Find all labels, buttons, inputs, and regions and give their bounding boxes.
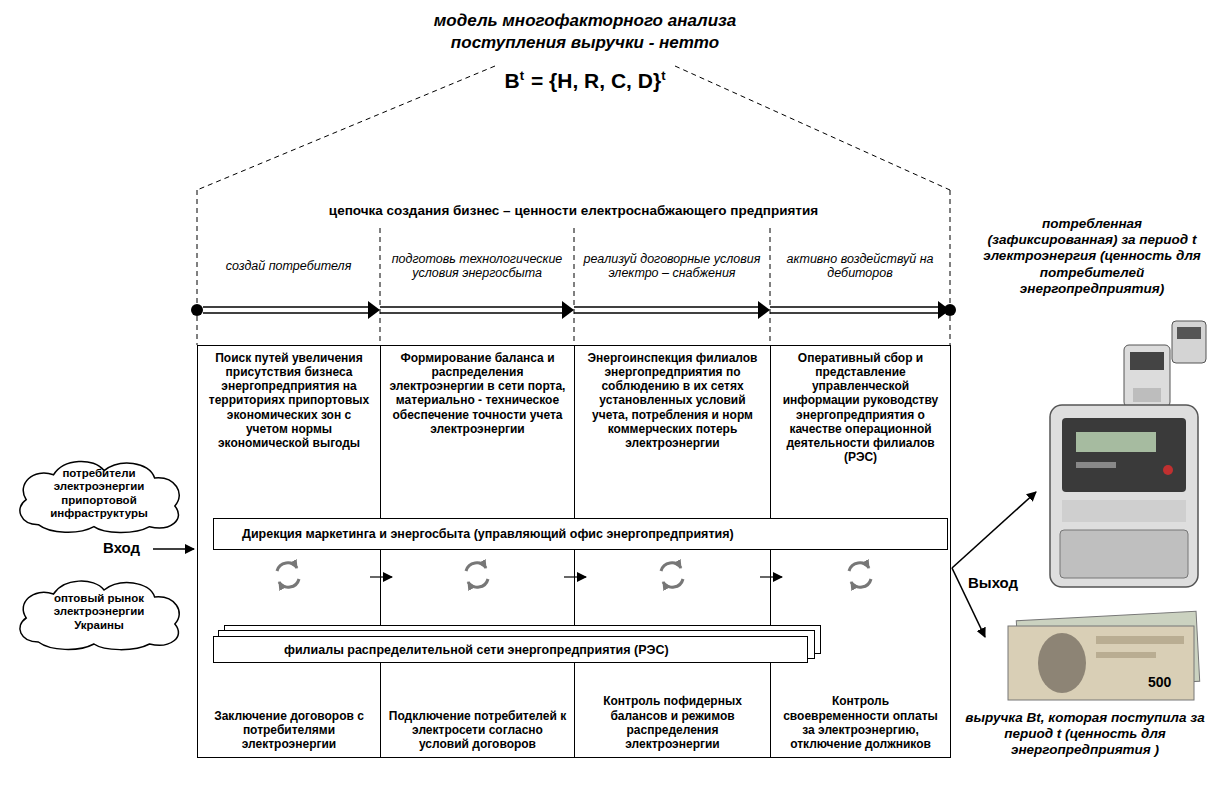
banknote-portrait (1038, 633, 1086, 693)
column-task: Оперативный сбор и представление управле… (778, 351, 943, 464)
cycle-arc (277, 563, 297, 571)
formula-superscript: t (661, 68, 665, 83)
divider-line (380, 228, 381, 345)
meter-panel (1062, 500, 1186, 522)
input-label: Вход (103, 539, 140, 556)
chain-line (203, 312, 369, 314)
divider-line (574, 228, 575, 345)
meter-window (1062, 418, 1186, 492)
input-arrow (153, 548, 194, 550)
chain-line (380, 312, 563, 314)
formula-body: = {H, R, C, D} (531, 69, 661, 92)
money-illustration (1008, 611, 1200, 700)
value-note: потребленная (зафиксированная) за период… (978, 216, 1206, 297)
chain-arrowhead (758, 301, 770, 319)
stage-label: подготовь технологические условия энерго… (388, 252, 566, 281)
meter-display (1076, 432, 1156, 452)
cycle-arc (468, 579, 488, 587)
revenue-note: выручка Bt, которая поступила за период … (962, 710, 1208, 759)
meter-led (1163, 465, 1173, 475)
unit-band: филиалы распределительной сети энергопре… (213, 636, 808, 663)
step-arrow (370, 576, 392, 577)
process-column: Формирование баланса и распределения эле… (380, 345, 575, 758)
chain-line (574, 306, 759, 308)
meter-cover (1133, 388, 1161, 402)
chain-line (380, 306, 563, 308)
band-label: Дирекция маркетинга и энергосбыта (управ… (242, 527, 734, 541)
column-subtask: Заключение договоров с потребителями эле… (205, 709, 373, 751)
cycle-arc (279, 579, 299, 587)
meter-window (1130, 352, 1164, 370)
column-subtask: Контроль своевременности оплаты за элект… (778, 694, 943, 751)
column-task: Энергоинспекция филиалов энергопредприят… (582, 351, 763, 450)
meter-illustration (1050, 321, 1206, 587)
meter-body (1172, 321, 1206, 363)
process-column: Оперативный сбор и представление управле… (770, 345, 951, 758)
chain-heading: цепочка создания бизнес – ценности елект… (197, 203, 950, 218)
banknote-detail (1096, 652, 1156, 658)
unit-band: Дирекция маркетинга и энергосбыта (управ… (213, 518, 948, 550)
chain-line (770, 306, 939, 308)
cloud-label: потребители электроэнергии припортовой и… (8, 467, 190, 520)
diagram-title: модель многофакторного анализа поступлен… (415, 10, 755, 54)
chain-arrowhead (562, 301, 574, 319)
chain-dot (944, 304, 956, 316)
meter-body (1124, 345, 1170, 407)
meter-cover (1060, 530, 1188, 578)
meter-detail (1076, 462, 1116, 468)
formula-symbol: B (505, 69, 520, 92)
step-arrow (760, 576, 782, 577)
process-column: Энергоинспекция филиалов энергопредприят… (574, 345, 771, 758)
column-subtask: Подключение потребителей к электросети с… (388, 709, 567, 751)
chain-line (574, 312, 759, 314)
meter-body (1050, 405, 1198, 587)
cycle-arc (849, 563, 869, 571)
cloud-shape: оптовый рынок электроэнергии Украины (8, 572, 190, 652)
formula-superscript: t (520, 68, 524, 83)
banknote-detail (1096, 636, 1184, 644)
process-column: Поиск путей увеличения присутствия бизне… (197, 345, 381, 758)
stage-label: активно воздействуй на дебиторов (778, 252, 942, 281)
column-subtask: Контроль пофидерных балансов и режимов р… (582, 694, 763, 751)
banknote-value: 500 (1148, 674, 1171, 690)
cloud-label: оптовый рынок электроэнергии Украины (8, 592, 190, 632)
cloud-shape: потребители электроэнергии припортовой и… (8, 452, 190, 535)
cycle-arc (851, 579, 871, 587)
output-arrow (952, 492, 1036, 568)
banknote (1008, 626, 1194, 700)
column-task: Формирование баланса и распределения эле… (388, 351, 567, 436)
chain-dot (191, 304, 203, 316)
cycle-arc (663, 579, 683, 587)
output-label: Выход (968, 574, 1018, 591)
meter-window (1177, 327, 1201, 339)
step-arrow (564, 576, 586, 577)
band-label: филиалы распределительной сети энергопре… (284, 643, 669, 657)
column-task: Поиск путей увеличения присутствия бизне… (205, 351, 373, 450)
chain-line (770, 312, 939, 314)
chain-arrowhead (368, 301, 380, 319)
stage-label: реализуй договорные условия электро – сн… (582, 252, 762, 281)
divider-line (197, 190, 198, 345)
divider-line (950, 190, 951, 345)
cycle-arc (661, 563, 681, 571)
divider-line (770, 228, 771, 345)
formula: Bt= {H, R, C, D}t (385, 68, 785, 93)
chain-line (203, 306, 369, 308)
cycle-arc (466, 563, 486, 571)
stage-label: создай потребителя (205, 259, 372, 273)
roof-line (675, 66, 950, 190)
roof-line (197, 66, 495, 190)
